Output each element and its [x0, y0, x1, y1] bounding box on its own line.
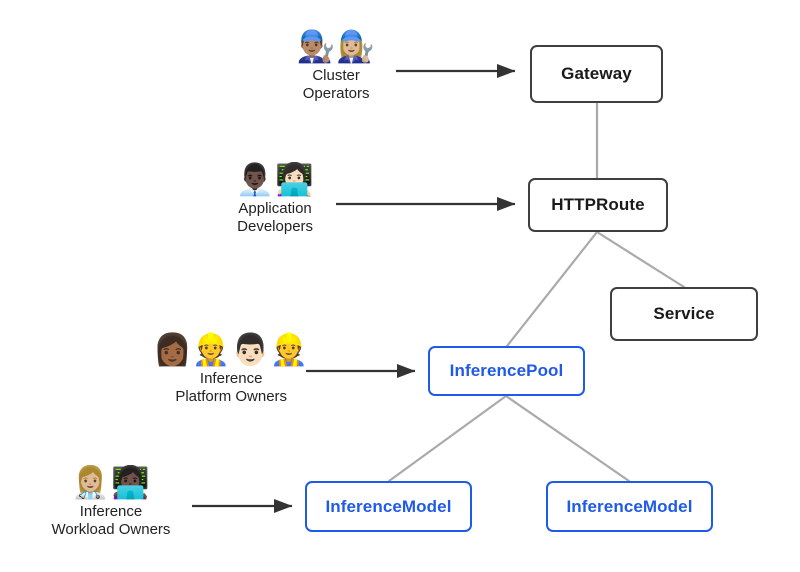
woman-construction-worker-icon-and-man-construction-worker-icon: 👩🏾‍👷👨🏻‍👷 [153, 332, 310, 368]
node-label: HTTPRoute [551, 195, 645, 214]
persona-label-line1: Inference [199, 369, 263, 387]
woman-health-worker-icon-and-woman-technologist-icon: 👩🏼‍⚕️👩🏿‍💻 [71, 465, 151, 501]
node-inferencemodel2[interactable]: InferenceModel [546, 481, 713, 532]
persona-label-line1: Cluster [312, 66, 360, 84]
persona-label-line1: Application [238, 199, 312, 217]
node-label: InferencePool [449, 361, 564, 380]
edge-httproute-service [595, 230, 686, 289]
node-label: InferenceModel [325, 496, 452, 516]
node-label: Gateway [561, 64, 632, 83]
persona-label-line2: Operators [302, 85, 370, 103]
man-office-worker-icon-and-woman-technologist-icon: 👨🏿‍💼👩🏻‍💻 [235, 162, 315, 198]
persona-label-line2: Workload Owners [51, 521, 171, 539]
node-gateway[interactable]: Gateway [530, 45, 663, 103]
persona-label-line2: Platform Owners [175, 388, 288, 406]
persona-label-line2: Developers [237, 218, 314, 236]
node-label: Service [653, 304, 715, 323]
node-label: InferenceModel [566, 496, 693, 516]
node-httproute[interactable]: HTTPRoute [528, 178, 668, 232]
edge-httproute-inferencepool [505, 230, 599, 348]
node-inferencemodel1[interactable]: InferenceModel [305, 481, 472, 532]
man-mechanic-icon-and-woman-mechanic-icon: 👨🏽‍🔧👩🏼‍🔧 [296, 29, 376, 65]
node-service[interactable]: Service [610, 287, 758, 341]
node-inferencepool[interactable]: InferencePool [428, 346, 585, 396]
persona-arrows [192, 63, 516, 514]
edge-inferencepool-model1 [387, 394, 508, 483]
persona-label-line1: Inference [79, 502, 143, 520]
edge-inferencepool-model2 [504, 394, 631, 483]
